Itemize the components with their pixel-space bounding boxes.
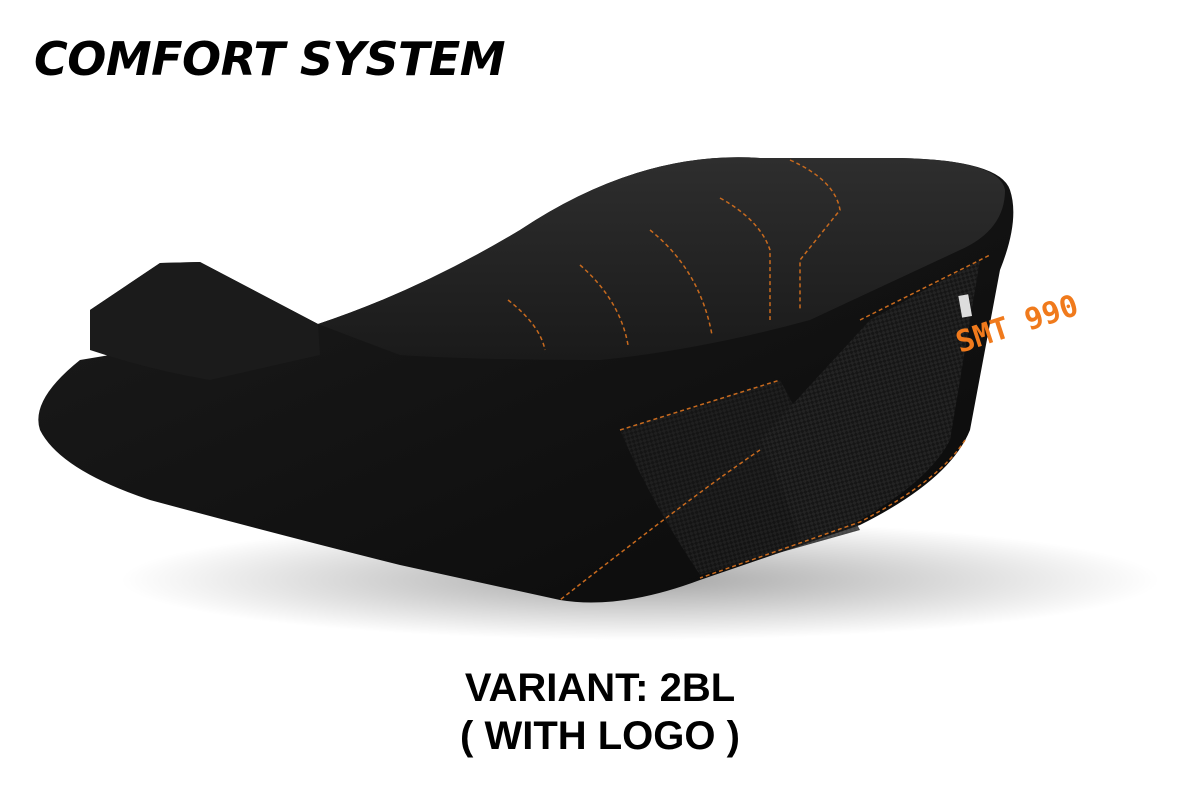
- with-logo-label: ( WITH LOGO ): [460, 714, 740, 758]
- motorcycle-seat-image: SMT 990: [38, 157, 1160, 640]
- variant-label: VARIANT: 2BL: [464, 666, 736, 710]
- comfort-system-heading: COMFORT SYSTEM: [34, 32, 506, 86]
